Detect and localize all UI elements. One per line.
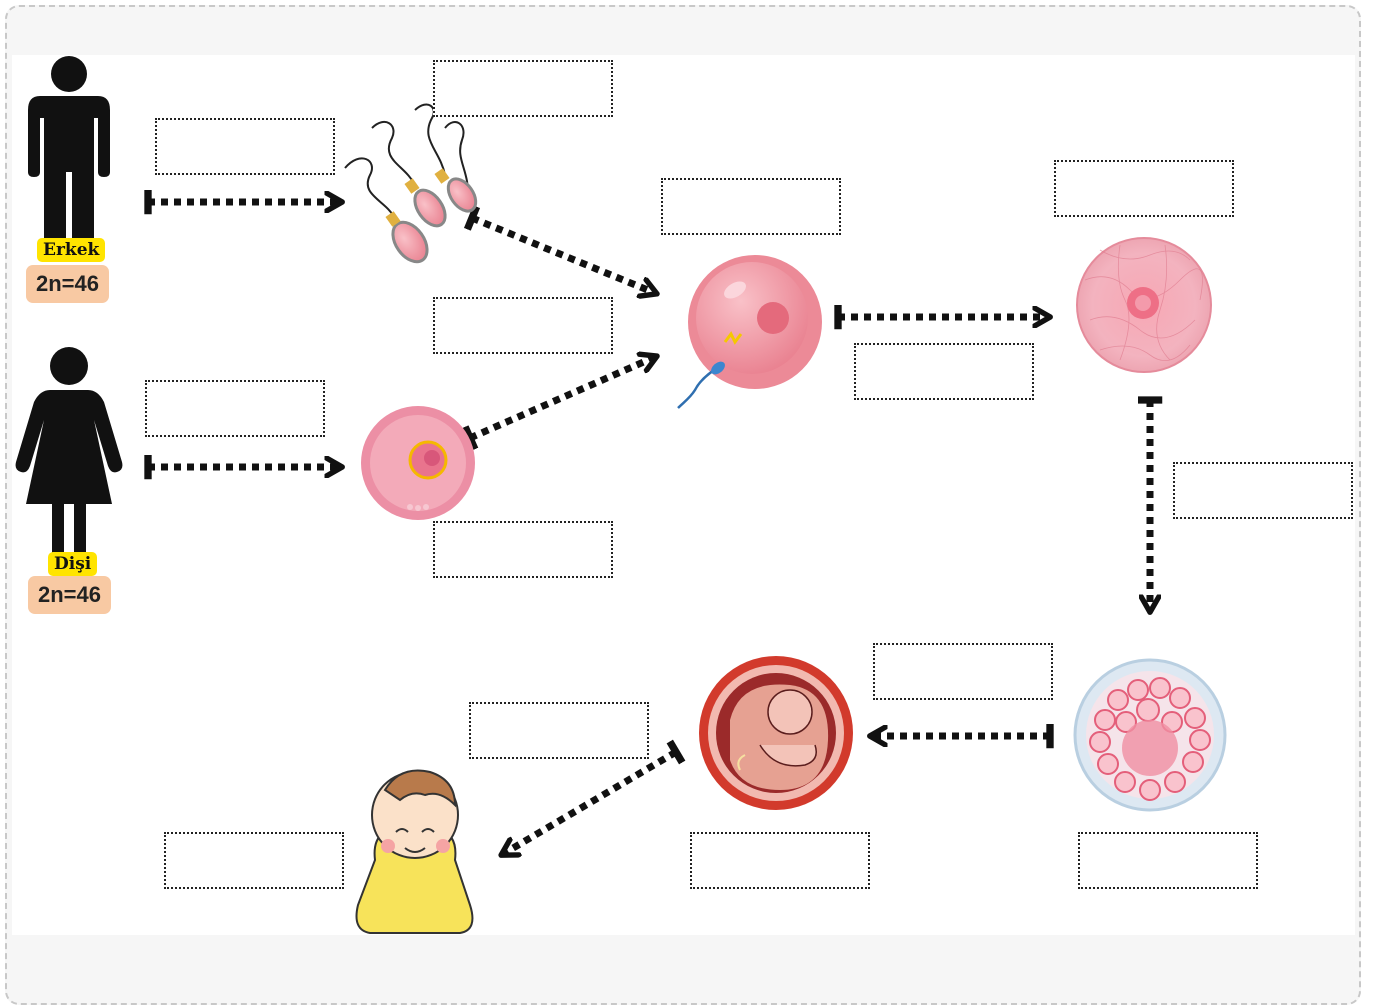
fetus-icon	[699, 656, 853, 810]
blank-box-female[interactable]	[145, 380, 325, 437]
morula-icon	[1073, 658, 1227, 812]
female-chromosome-count: 2n=46	[28, 576, 111, 614]
blank-box-morula[interactable]	[1078, 832, 1258, 889]
female-figure-icon	[15, 347, 123, 560]
blank-box-male[interactable]	[155, 118, 335, 175]
blank-box-zygote-right[interactable]	[1173, 462, 1353, 519]
blank-box-center-upper[interactable]	[433, 297, 613, 354]
blank-box-sperm[interactable]	[433, 60, 613, 117]
female-label: Dişi	[48, 552, 98, 576]
blank-box-egg[interactable]	[433, 521, 613, 578]
baby-icon	[355, 769, 474, 934]
male-chromosome-count: 2n=46	[26, 265, 109, 303]
blank-box-fertilization[interactable]	[661, 178, 841, 235]
blank-box-zygote[interactable]	[1054, 160, 1234, 217]
blank-box-fertilization-lower[interactable]	[854, 343, 1034, 400]
egg-cell-icon	[361, 406, 475, 520]
blank-box-fetus[interactable]	[690, 832, 870, 889]
arrow-fetus-to-baby	[503, 752, 676, 854]
blank-box-fetus-upper[interactable]	[469, 702, 649, 759]
sperm-cells-icon	[344, 103, 478, 264]
male-figure-icon	[28, 56, 110, 240]
fertilization-icon	[677, 255, 822, 409]
blank-box-baby[interactable]	[164, 832, 344, 889]
arrow-egg-to-fertilization	[470, 357, 655, 438]
blank-box-morula-upper[interactable]	[873, 643, 1053, 700]
arrow-sperm-to-fertilization	[472, 218, 655, 293]
zygote-icon	[1076, 237, 1212, 373]
male-label: Erkek	[37, 238, 106, 262]
